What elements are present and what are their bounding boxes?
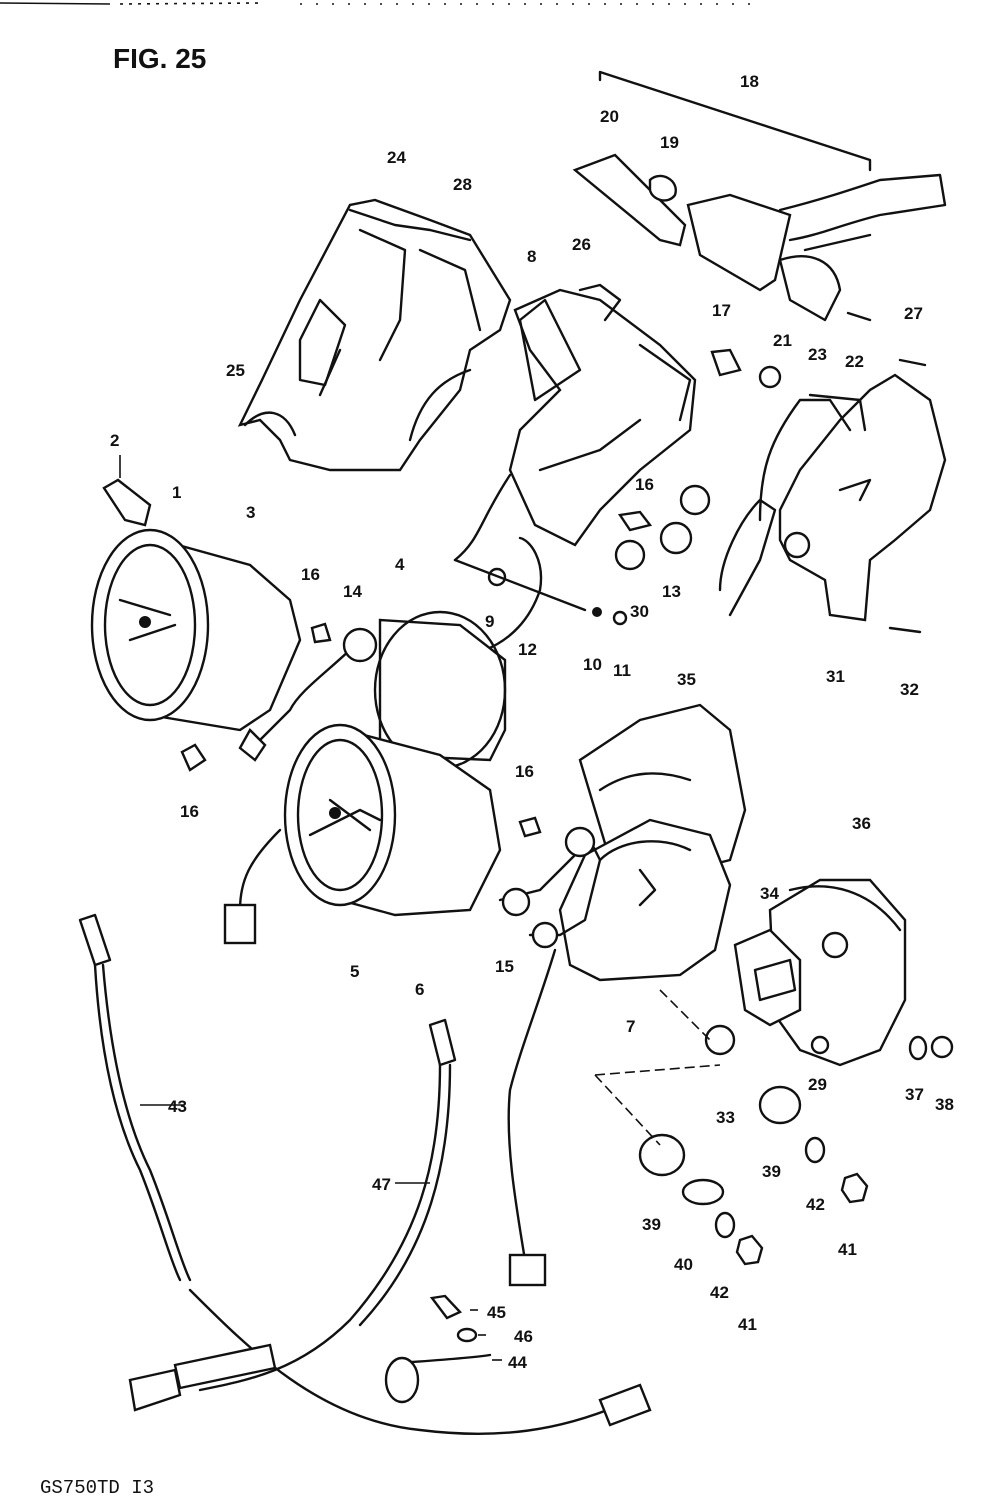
callout-16-b: 16 xyxy=(180,802,199,821)
callout-5: 5 xyxy=(350,962,359,981)
callout-44: 44 xyxy=(508,1353,527,1372)
callout-9: 9 xyxy=(485,612,494,631)
callout-40: 40 xyxy=(674,1255,693,1274)
callout-16-c: 16 xyxy=(515,762,534,781)
callout-10: 10 xyxy=(583,655,602,674)
callout-15: 15 xyxy=(495,957,514,976)
callout-28: 28 xyxy=(453,175,472,194)
callout-32: 32 xyxy=(900,680,919,699)
callout-16-a: 16 xyxy=(301,565,320,584)
callout-1: 1 xyxy=(172,483,181,502)
callout-42-a: 42 xyxy=(806,1195,825,1214)
callout-43: 43 xyxy=(168,1097,187,1116)
callout-6: 6 xyxy=(415,980,424,999)
callout-19: 19 xyxy=(660,133,679,152)
callout-37: 37 xyxy=(905,1085,924,1104)
leader-lines xyxy=(119,455,502,1361)
callout-29: 29 xyxy=(808,1075,827,1094)
callout-24: 24 xyxy=(387,148,406,167)
callout-47: 47 xyxy=(372,1175,391,1194)
callout-31: 31 xyxy=(826,667,845,686)
callout-12: 12 xyxy=(518,640,537,659)
callout-11: 11 xyxy=(613,661,631,680)
callout-20: 20 xyxy=(600,107,619,126)
meter-wiring xyxy=(180,622,378,945)
callout-2: 2 xyxy=(110,431,119,450)
tachometer xyxy=(283,610,507,917)
grommets-and-nuts xyxy=(594,989,954,1266)
right-bracket xyxy=(718,373,947,622)
meter-bracket xyxy=(453,283,697,562)
callout-16-d: 16 xyxy=(635,475,654,494)
callout-35: 35 xyxy=(677,670,696,689)
callout-41-b: 41 xyxy=(738,1315,757,1334)
callout-39-a: 39 xyxy=(642,1215,661,1234)
footer-code: GS750TD I3 xyxy=(40,1477,154,1499)
callouts: 1 2 3 4 5 6 7 8 9 10 11 12 13 14 15 16 1… xyxy=(110,72,954,1372)
callout-30: 30 xyxy=(630,602,649,621)
callout-26: 26 xyxy=(572,235,591,254)
callout-46: 46 xyxy=(514,1327,533,1346)
callout-3: 3 xyxy=(246,503,255,522)
callout-34: 34 xyxy=(760,884,779,903)
callout-27: 27 xyxy=(904,304,923,323)
callout-36: 36 xyxy=(852,814,871,833)
figure-title: FIG. 25 xyxy=(113,43,206,74)
callout-4: 4 xyxy=(395,555,405,574)
callout-18: 18 xyxy=(740,72,759,91)
callout-45: 45 xyxy=(487,1303,506,1322)
cables xyxy=(78,913,652,1436)
upper-housing-cover xyxy=(237,198,512,472)
callout-23: 23 xyxy=(808,345,827,364)
callout-33: 33 xyxy=(716,1108,735,1127)
callout-8: 8 xyxy=(527,247,536,266)
callout-14: 14 xyxy=(343,582,362,601)
callout-39-b: 39 xyxy=(762,1162,781,1181)
callout-42-b: 42 xyxy=(710,1283,729,1302)
callout-7: 7 xyxy=(626,1017,635,1036)
callout-13: 13 xyxy=(662,582,681,601)
callout-38: 38 xyxy=(935,1095,954,1114)
indicator-unit xyxy=(572,70,947,322)
scan-noise xyxy=(0,2,760,5)
small-hardware xyxy=(453,311,927,652)
speedometer xyxy=(90,478,302,732)
callout-21: 21 xyxy=(773,331,792,350)
lower-gauge-group xyxy=(498,703,907,1067)
callout-17: 17 xyxy=(712,301,731,320)
callout-22: 22 xyxy=(845,352,864,371)
callout-41-a: 41 xyxy=(838,1240,857,1259)
callout-25: 25 xyxy=(226,361,245,380)
